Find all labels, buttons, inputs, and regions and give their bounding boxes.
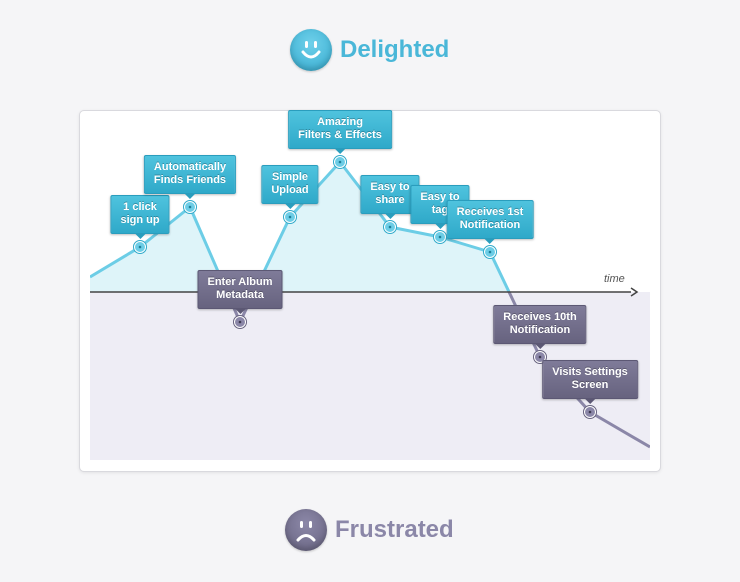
event-callout: Receives 10th Notification — [493, 305, 587, 349]
event-callout: Automatically Finds Friends — [143, 155, 237, 199]
event-callout: Visits Settings Screen — [542, 360, 638, 404]
frustrated-legend: Frustrated — [285, 509, 454, 551]
sad-face-icon — [285, 509, 327, 551]
frustrated-label: Frustrated — [335, 516, 454, 543]
delighted-legend: Delighted — [290, 29, 449, 71]
smiley-face-icon — [290, 29, 332, 71]
event-callout: Simple Upload — [261, 165, 319, 209]
time-axis-label: time — [604, 273, 625, 285]
delighted-label: Delighted — [340, 36, 450, 63]
event-callout: Easy to share — [360, 175, 420, 219]
event-callout: 1 click sign up — [110, 195, 170, 239]
event-callout: Receives 1st Notification — [446, 200, 534, 244]
event-callout: Easy to tag — [410, 185, 470, 229]
event-callout: Amazing Filters & Effects — [288, 110, 392, 154]
event-callout: Enter Album Metadata — [197, 270, 283, 314]
